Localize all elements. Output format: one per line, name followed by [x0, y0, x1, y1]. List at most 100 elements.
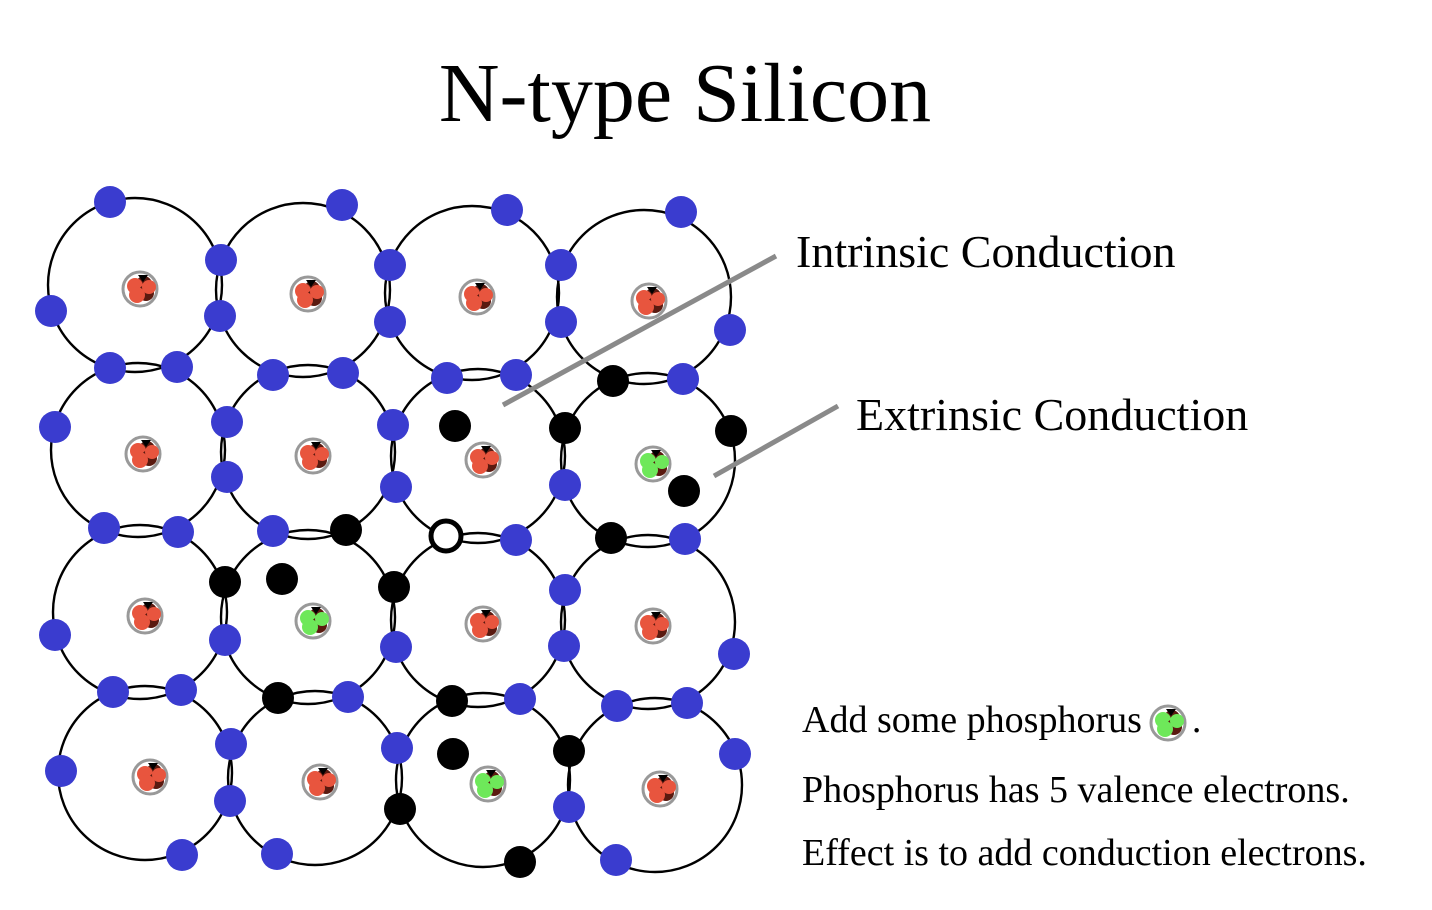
silicon-electron [671, 687, 703, 719]
orbit-ring-r3c3 [566, 696, 744, 874]
silicon-electron [165, 674, 197, 706]
conduction-electron [330, 514, 362, 546]
orbit-ring-r0c3 [555, 208, 733, 386]
silicon-electron [88, 512, 120, 544]
phosphorus-nucleus-inline [1149, 704, 1187, 742]
conduction-electron [266, 563, 298, 595]
leader-lines [501, 253, 840, 479]
silicon-electron [377, 409, 409, 441]
silicon-nucleus-r0c1 [289, 275, 327, 313]
orbit-ring-r1c2 [389, 367, 567, 545]
silicon-nucleus-r3c0 [131, 758, 169, 796]
silicon-electron [549, 574, 581, 606]
conduction-electron [597, 365, 629, 397]
orbit-ring-r2c1 [219, 528, 397, 706]
extrinsic-leader-line [712, 403, 840, 479]
silicon-electron [257, 359, 289, 391]
silicon-electron [94, 186, 126, 218]
silicon-electron [215, 728, 247, 760]
conduction-electron [504, 846, 536, 878]
orbit-ring-r2c3 [559, 533, 737, 711]
silicon-electron [718, 638, 750, 670]
silicon-electron [211, 406, 243, 438]
silicon-electron [261, 838, 293, 870]
conduction-electron [715, 415, 747, 447]
silicon-electron [161, 351, 193, 383]
conduction-electron [553, 735, 585, 767]
silicon-electron [545, 249, 577, 281]
silicon-electron [500, 359, 532, 391]
silicon-nucleus-r2c2 [464, 605, 502, 643]
silicon-electron [327, 357, 359, 389]
silicon-electron [545, 306, 577, 338]
silicon-electron [162, 516, 194, 548]
intrinsic-conduction-label: Intrinsic Conduction [796, 226, 1176, 277]
silicon-electron [719, 738, 751, 770]
orbit-ring-r2c2 [389, 531, 567, 709]
electrons [35, 186, 751, 878]
silicon-electron [601, 690, 633, 722]
orbit-ring-r0c2 [383, 204, 561, 382]
silicon-nucleus-r1c0 [124, 435, 162, 473]
conduction-electron [209, 566, 241, 598]
orbit-ring-r1c1 [219, 363, 397, 541]
silicon-electron [374, 249, 406, 281]
silicon-electron [214, 785, 246, 817]
silicon-electron [209, 624, 241, 656]
conduction-electron [439, 410, 471, 442]
hole [428, 518, 464, 554]
phosphorus-nucleus-r2c1 [294, 602, 332, 640]
conduction-electron [262, 682, 294, 714]
silicon-electron [257, 515, 289, 547]
silicon-electron [332, 681, 364, 713]
silicon-electron [669, 523, 701, 555]
conduction-electron [595, 522, 627, 554]
extrinsic-conduction-label: Extrinsic Conduction [856, 389, 1249, 440]
silicon-electron [600, 844, 632, 876]
silicon-electron [326, 189, 358, 221]
diagram-title: N-type Silicon [438, 47, 932, 140]
silicon-electron [35, 295, 67, 327]
silicon-electron [380, 631, 412, 663]
note-add-phosphorus-text: Add some phosphorus [802, 699, 1142, 741]
orbit-rings [46, 196, 744, 874]
silicon-electron [553, 791, 585, 823]
silicon-nucleus-r1c2 [464, 441, 502, 479]
silicon-electron [204, 300, 236, 332]
intrinsic-leader-line [501, 253, 778, 408]
conduction-electron [549, 412, 581, 444]
silicon-electron [94, 352, 126, 384]
phosphorus-atom-icon [1149, 704, 1187, 742]
phosphorus-nucleus-r3c2 [469, 765, 507, 803]
silicon-electron [211, 461, 243, 493]
conduction-electron [436, 685, 468, 717]
orbit-ring-r3c2 [394, 691, 572, 869]
orbit-ring-r1c0 [49, 361, 227, 539]
conduction-electron [668, 475, 700, 507]
silicon-electron [431, 362, 463, 394]
silicon-electron [504, 683, 536, 715]
silicon-electron [380, 471, 412, 503]
silicon-nucleus-r0c0 [121, 270, 159, 308]
silicon-electron [39, 411, 71, 443]
silicon-electron [381, 732, 413, 764]
silicon-electron [205, 244, 237, 276]
note-add-phosphorus: Add some phosphorus. [802, 698, 1201, 743]
silicon-nucleus-r3c1 [301, 763, 339, 801]
silicon-nucleus-r2c3 [634, 607, 672, 645]
orbit-ring-r2c0 [51, 523, 229, 701]
silicon-electron [39, 619, 71, 651]
silicon-electron [45, 755, 77, 787]
silicon-electron [665, 196, 697, 228]
nuclei [121, 270, 679, 808]
conduction-electron [437, 738, 469, 770]
silicon-electron [166, 839, 198, 871]
phosphorus-nucleus-r1c3 [634, 445, 672, 483]
silicon-nucleus-r0c2 [458, 278, 496, 316]
conduction-electron [378, 571, 410, 603]
note-effect: Effect is to add conduction electrons. [802, 832, 1367, 874]
note-period: . [1191, 699, 1202, 741]
orbit-ring-r1c3 [559, 371, 737, 549]
silicon-electron [714, 314, 746, 346]
